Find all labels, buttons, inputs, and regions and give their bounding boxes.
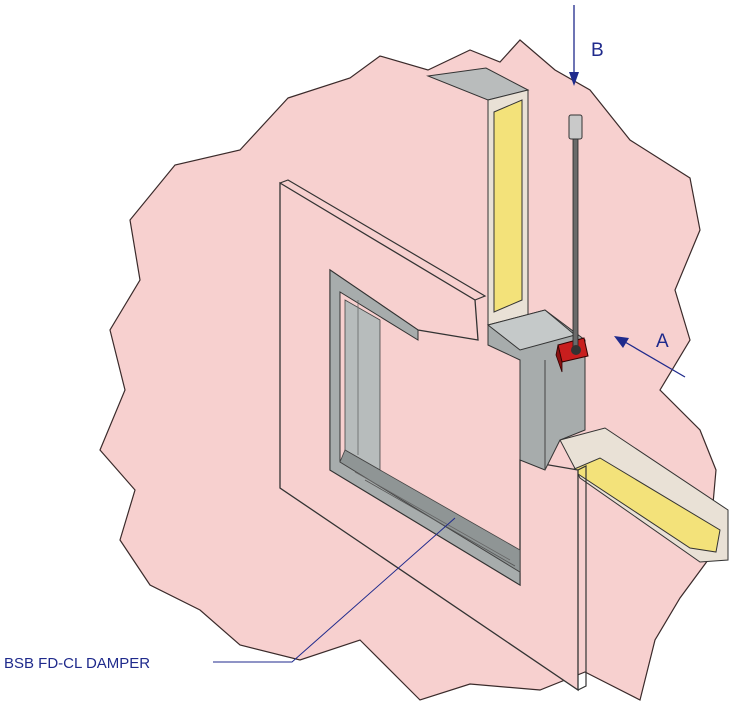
front-frame-edge-right: [577, 465, 587, 691]
rod-coupler: [568, 114, 583, 140]
arrow-a-head: [614, 336, 629, 348]
front-frame-edge-top: [279, 179, 487, 301]
label-direction-b: B: [591, 40, 604, 61]
damper-casing-bottom: [339, 449, 521, 573]
arrow-a-line: [624, 341, 686, 378]
threaded-rod: [572, 134, 579, 351]
lower-insulation: [570, 457, 721, 553]
damper-casing-left-blade: [344, 299, 381, 471]
arrow-b-head: [569, 72, 579, 86]
casing-groove-1: [364, 479, 516, 567]
wall-backdrop: [99, 39, 717, 701]
damper-leader-line: [213, 517, 456, 663]
upper-insulation: [493, 99, 523, 313]
label-direction-a: A: [656, 331, 669, 352]
label-damper: BSB FD-CL DAMPER: [4, 655, 150, 672]
rod-nut: [571, 345, 581, 355]
hanger-bracket-side: [555, 344, 563, 373]
casing-groove-2: [354, 471, 511, 561]
